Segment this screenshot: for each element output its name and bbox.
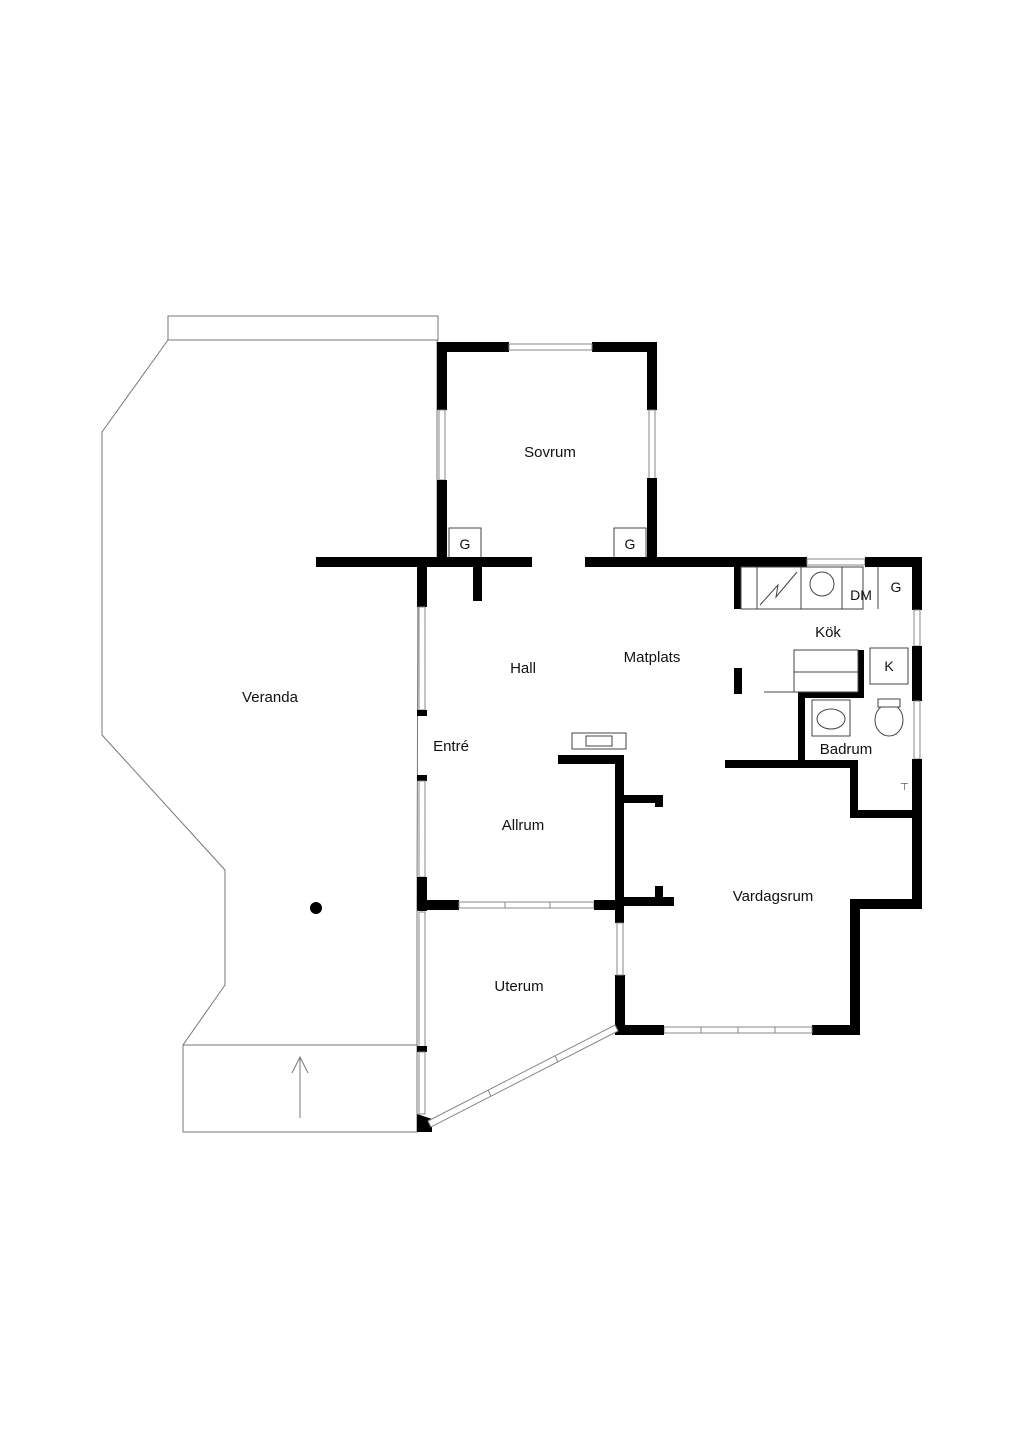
fixtures: ⊤ (571, 566, 909, 793)
room-label-sovrum: Sovrum (524, 444, 576, 461)
house-walls (316, 557, 922, 1035)
room-label-uterum: Uterum (494, 978, 543, 995)
entrance-arrow-head-icon (291, 1055, 309, 1074)
room-label-veranda: Veranda (242, 689, 299, 706)
k-mark: K (884, 658, 894, 674)
g-mark-sovrum-left: G (460, 536, 471, 552)
room-label-vardagsrum: Vardagsrum (733, 888, 814, 905)
kitchen-counter (740, 566, 864, 610)
sovrum-walls (437, 342, 657, 566)
g-mark-sovrum-right: G (625, 536, 636, 552)
fridge (869, 647, 909, 685)
g-mark-kitchen: G (891, 579, 902, 595)
room-label-matplats: Matplats (624, 649, 681, 666)
room-labels: Sovrum Veranda Hall Matplats Kök Entré B… (242, 444, 872, 995)
veranda-outline (101, 315, 439, 1133)
room-label-allrum: Allrum (502, 817, 545, 834)
stove-icon (759, 571, 798, 606)
post-marker-icon (310, 902, 322, 914)
room-label-badrum: Badrum (820, 741, 873, 758)
fixture-labels: G G DM G K (460, 536, 902, 674)
toilet-icon (874, 703, 904, 737)
dm-mark: DM (850, 587, 872, 603)
room-label-entre: Entré (433, 738, 469, 755)
kitchen-island (793, 649, 859, 693)
shower-icon: ⊤ (900, 782, 909, 793)
room-label-kok: Kök (815, 624, 841, 641)
uterum-outline (416, 910, 619, 1132)
sink-icon (809, 571, 835, 597)
room-label-hall: Hall (510, 660, 536, 677)
